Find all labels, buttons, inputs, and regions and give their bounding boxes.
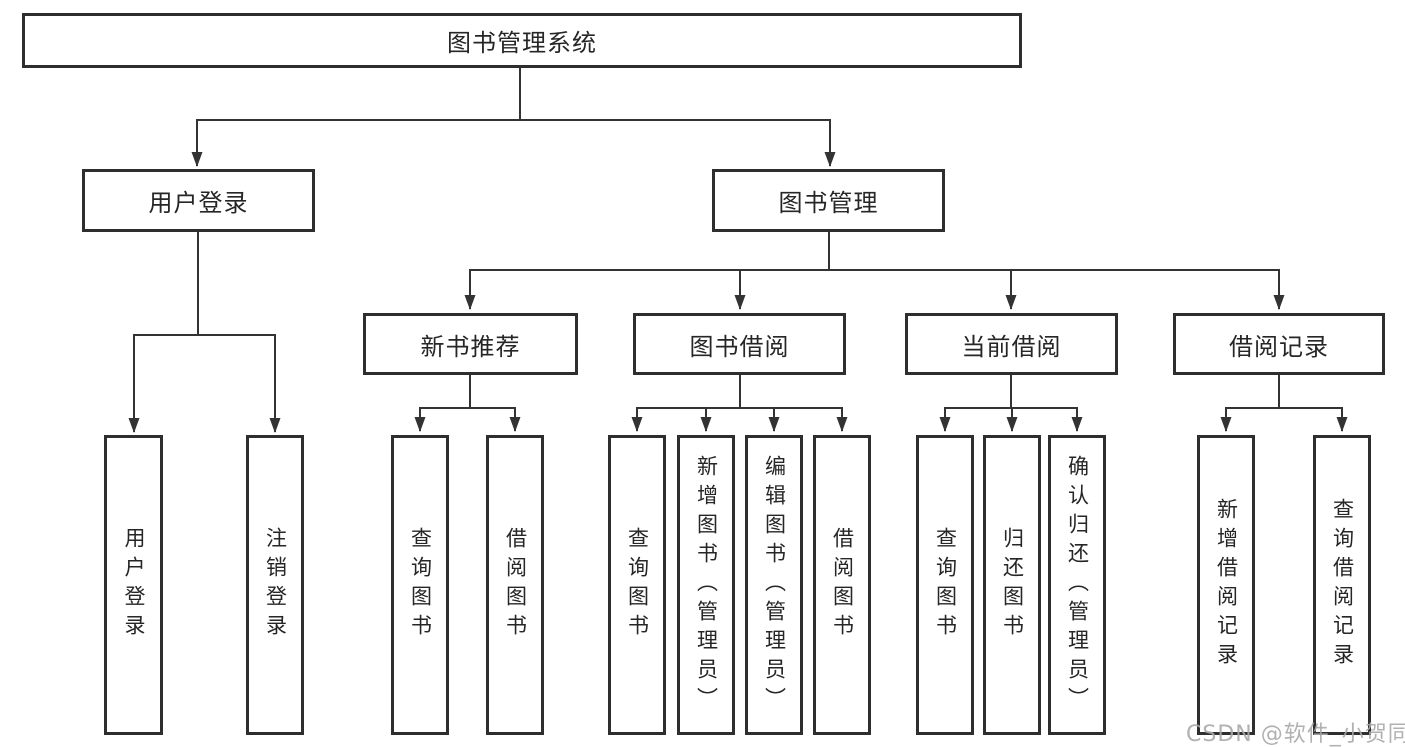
node-borrow-records: 借阅记录	[1173, 313, 1385, 375]
leaf-return-books: 归还图书	[983, 435, 1041, 735]
leaf-confirm-return-admin: 确认归还（管理员）	[1048, 435, 1106, 735]
node-book-management: 图书管理	[712, 169, 945, 232]
node-book-borrowing: 图书借阅	[633, 313, 846, 375]
leaf-edit-books-admin-label: 编辑图书（管理员）	[762, 454, 787, 716]
leaf-query-books-current-label: 查询图书	[933, 527, 958, 643]
leaf-logout-label: 注销登录	[263, 527, 288, 643]
leaf-borrow-books-borrowing: 借阅图书	[813, 435, 871, 735]
root-fanout	[191, 68, 836, 167]
book-mgmt-fanout	[464, 232, 1285, 310]
node-current-borrowing: 当前借阅	[905, 313, 1118, 375]
leaf-logout: 注销登录	[246, 435, 304, 735]
leaf-add-borrow-record-label: 新增借阅记录	[1214, 498, 1239, 672]
leaf-user-login-label: 用户登录	[122, 527, 146, 643]
leaf-edit-books-admin: 编辑图书（管理员）	[745, 435, 803, 735]
leaf-query-borrow-record-label: 查询借阅记录	[1330, 498, 1355, 672]
leaf-query-books-newbooks-label: 查询图书	[408, 527, 433, 643]
leaf-query-books-borrowing: 查询图书	[608, 435, 666, 735]
book-borrow-fanout	[631, 375, 848, 432]
node-root-system: 图书管理系统	[22, 13, 1022, 68]
leaf-add-borrow-record: 新增借阅记录	[1197, 435, 1255, 735]
leaf-borrow-books-newbooks: 借阅图书	[486, 435, 544, 735]
new-books-fanout	[414, 375, 521, 432]
leaf-borrow-books-borrowing-label: 借阅图书	[830, 527, 855, 643]
leaf-confirm-return-admin-label: 确认归还（管理员）	[1065, 454, 1090, 716]
leaf-user-login: 用户登录	[104, 435, 163, 735]
borrow-records-fanout	[1220, 375, 1348, 432]
leaf-query-books-borrowing-label: 查询图书	[625, 527, 650, 643]
csdn-watermark: CSDN @软件_小贺同学	[1186, 722, 1405, 747]
leaf-return-books-label: 归还图书	[1000, 527, 1025, 643]
leaf-add-books-admin: 新增图书（管理员）	[677, 435, 735, 735]
leaf-query-books-newbooks: 查询图书	[391, 435, 449, 735]
node-user-login: 用户登录	[82, 169, 315, 232]
current-borrow-fanout	[939, 375, 1083, 432]
user-login-fanout	[128, 232, 281, 433]
node-new-book-recommend: 新书推荐	[363, 313, 578, 375]
leaf-borrow-books-newbooks-label: 借阅图书	[503, 527, 528, 643]
leaf-query-borrow-record: 查询借阅记录	[1313, 435, 1371, 735]
leaf-add-books-admin-label: 新增图书（管理员）	[694, 454, 719, 716]
leaf-query-books-current: 查询图书	[916, 435, 974, 735]
